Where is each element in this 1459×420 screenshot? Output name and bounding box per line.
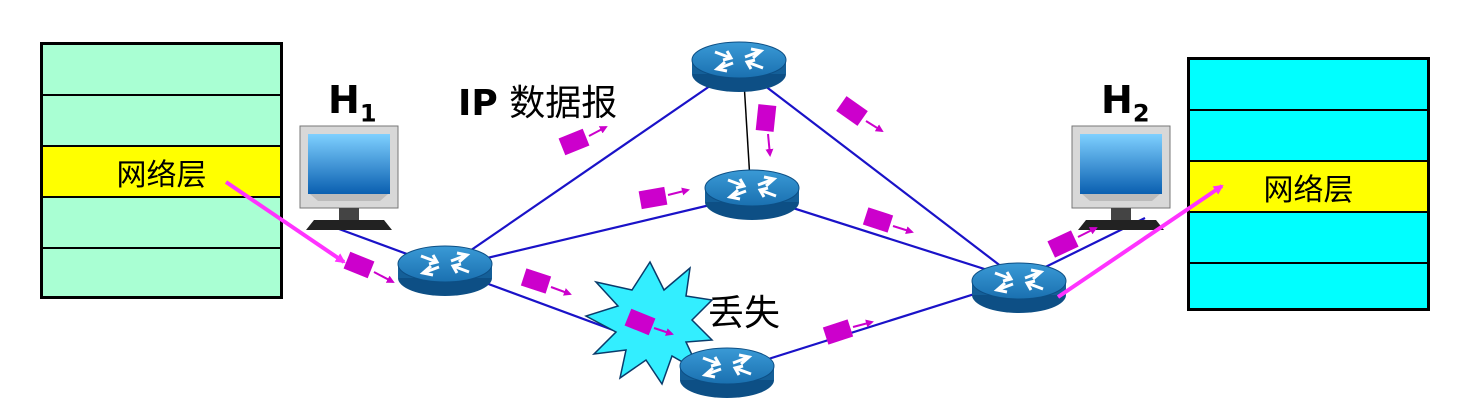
link-r2-r3 xyxy=(743,81,751,181)
left-stack-layer-4 xyxy=(43,198,280,249)
router-3-icon xyxy=(703,168,801,222)
right-stack-layer-1 xyxy=(1190,60,1427,111)
host-h1-label: H1 xyxy=(328,78,377,128)
packet-arrow-icon xyxy=(653,327,674,336)
link-r1-r2 xyxy=(444,65,740,269)
link-r3-r5 xyxy=(751,193,1020,282)
router-5-icon xyxy=(970,261,1068,315)
receive-path-arrow xyxy=(1056,184,1224,299)
ip-datagram-label-text: 数据报 xyxy=(497,83,618,124)
router-2-icon xyxy=(690,40,788,94)
right-host-protocol-stack: 网络层 xyxy=(1187,57,1430,311)
left-stack-layer-1 xyxy=(43,45,280,96)
host-h1-subscript: 1 xyxy=(359,99,377,128)
packet-arrow-icon xyxy=(865,120,884,133)
datagram-packets xyxy=(343,96,1098,345)
right-network-layer-label: 网络层 xyxy=(1263,172,1354,208)
left-network-layer-label: 网络层 xyxy=(116,157,207,193)
left-host-protocol-stack: 网络层 xyxy=(40,42,283,299)
right-stack-layer-2 xyxy=(1190,111,1427,162)
packet-arrow-icon xyxy=(765,133,774,157)
packet-arrow-icon xyxy=(667,187,690,196)
packet-arrow-icon xyxy=(550,286,572,296)
host-h1-name: H xyxy=(328,78,360,122)
packet-arrow-icon xyxy=(852,319,874,328)
packet-arrow-icon xyxy=(373,271,395,283)
router-4-icon xyxy=(678,346,776,400)
packet-icon xyxy=(343,251,375,279)
packet-arrow-icon xyxy=(892,225,914,235)
right-stack-layer-4 xyxy=(1190,213,1427,264)
send-path-arrow xyxy=(224,180,346,264)
packet-icon xyxy=(822,319,854,345)
packet-arrow-icon xyxy=(1077,227,1098,238)
packet-icon xyxy=(558,128,590,156)
host-h2-label: H2 xyxy=(1101,78,1150,128)
packet-icon xyxy=(862,207,894,233)
link-r2-r5 xyxy=(738,65,1020,281)
host-h2-computer-icon xyxy=(1071,125,1171,231)
lost-label: 丢失 xyxy=(708,293,781,334)
packet-icon xyxy=(1047,230,1079,258)
packet-icon xyxy=(520,268,552,294)
router-1-icon xyxy=(396,244,494,298)
packet-icon xyxy=(755,104,777,132)
packet-arrow-icon xyxy=(588,126,608,137)
ip-datagram-label: IP 数据报 xyxy=(458,74,617,126)
left-stack-layer-2 xyxy=(43,96,280,147)
host-h1-computer-icon xyxy=(299,125,399,231)
packet-icon xyxy=(624,308,656,336)
host-h2-name: H xyxy=(1101,78,1133,122)
packet-icon xyxy=(638,186,668,210)
right-network-layer: 网络层 xyxy=(1190,162,1427,213)
host-h2-subscript: 2 xyxy=(1132,99,1150,128)
ip-datagram-label-bold: IP xyxy=(458,83,498,124)
packet-icon xyxy=(836,96,868,126)
link-r1-r3 xyxy=(444,193,753,270)
